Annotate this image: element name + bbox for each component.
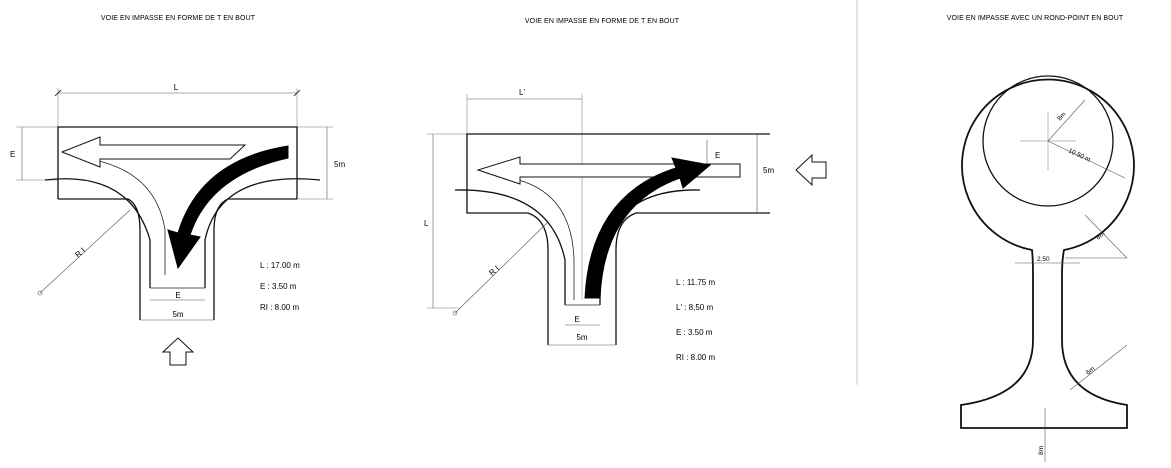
dim-label-L: L — [424, 219, 429, 228]
entry-arrow-up — [161, 337, 195, 366]
radius-inner-label: 8m — [1056, 111, 1067, 122]
radius-label: R I — [73, 246, 87, 260]
panel-3-title: VOIE EN IMPASSE AVEC UN ROND-POINT EN BO… — [947, 15, 1124, 22]
radius-outer-label: 10.50 m — [1067, 147, 1091, 163]
spec2-line-2: L' : 8,50 m — [676, 303, 713, 312]
solid-arrow-up — [584, 157, 712, 299]
t-head-outline — [57, 126, 298, 199]
stem-right-wall-2 — [615, 212, 637, 345]
panel-1-title: VOIE EN IMPASSE EN FORME DE T EN BOUT — [101, 15, 256, 22]
dim-label-5m-right: 5m — [334, 160, 345, 169]
dim-label-5m-right-2: 5m — [763, 166, 774, 175]
dim-label-Lprime: L' — [519, 88, 525, 97]
entry-arrow-left — [795, 153, 827, 187]
panel-3-diagram: VOIE EN IMPASSE AVEC UN ROND-POINT EN BO… — [947, 15, 1135, 462]
spec-line-3: RI : 8.00 m — [260, 303, 299, 312]
panel-2-title: VOIE EN IMPASSE EN FORME DE T EN BOUT — [525, 18, 680, 25]
dim-label-L: L — [174, 83, 179, 92]
dim-label-E-bottom-2: E — [574, 315, 579, 324]
hollow-arrow-left-2 — [476, 156, 741, 185]
spec-line-2: E : 3.50 m — [260, 282, 297, 291]
spec2-line-3: E : 3.50 m — [676, 328, 713, 337]
panel-1-diagram: VOIE EN IMPASSE EN FORME DE T EN BOUT L … — [10, 15, 345, 366]
fillet-bottom-label: 6m — [1085, 365, 1096, 376]
radius-line-2 — [454, 221, 549, 314]
roundabout-outline — [960, 78, 1135, 429]
solid-arrow-down — [167, 145, 289, 270]
spec2-line-1: L : 11.75 m — [676, 278, 715, 287]
spec2-line-4: RI : 8.00 m — [676, 353, 715, 362]
stem-label: 8m — [1038, 446, 1045, 455]
hollow-arrow-left — [60, 136, 247, 168]
spec-line-1: L : 17.00 m — [260, 261, 300, 270]
radius-line — [39, 209, 131, 294]
t-head-outline-2 — [466, 133, 770, 214]
fillet-top-label: 8m — [1095, 230, 1106, 241]
dim-label-E-right: E — [715, 151, 720, 160]
stem-left-wall-2 — [527, 212, 549, 345]
panel-2-diagram: VOIE EN IMPASSE EN FORME DE T EN BOUT L'… — [424, 18, 827, 362]
neck-label: 2.50 — [1037, 256, 1050, 263]
stem-right-wall — [213, 198, 229, 320]
dim-label-5m-bottom: 5m — [172, 310, 183, 319]
dim-label-E-left: E — [10, 150, 15, 159]
central-island — [982, 75, 1114, 207]
dim-label-5m-bottom-2: 5m — [576, 333, 587, 342]
stem-left-wall — [127, 198, 141, 320]
dim-label-E-bottom: E — [175, 291, 180, 300]
radius-label-2: R I — [487, 264, 501, 278]
